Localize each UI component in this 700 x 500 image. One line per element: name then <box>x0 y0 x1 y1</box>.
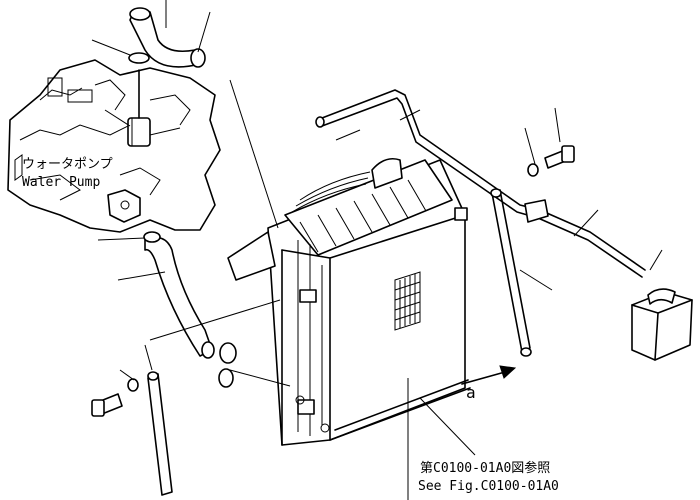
stay-rod-right <box>490 188 532 357</box>
reserve-tank <box>631 288 693 361</box>
lower-hose-clamps <box>218 342 237 388</box>
upper-hose-clamp <box>190 48 206 68</box>
view-label-a: a <box>466 383 476 402</box>
reference-label-jp: 第C0100-01A0図参照 <box>420 460 550 476</box>
thermostat-housing <box>127 52 151 147</box>
leader-lines <box>91 0 663 500</box>
mounting-bolt-left <box>91 378 139 417</box>
reference-label-en: See Fig.C0100-01A0 <box>418 479 559 494</box>
water-pump-label-jp: ウォータポンプ <box>22 157 113 172</box>
view-arrow-a <box>461 365 517 385</box>
water-pump-label-en: Waler Pump <box>22 175 100 190</box>
stay-rod-left <box>147 371 173 496</box>
mounting-bolt-right <box>527 145 575 177</box>
radiator-assembly <box>227 157 471 446</box>
engine-block <box>7 59 221 233</box>
water-pump-flange <box>107 189 141 223</box>
upper-hose <box>129 7 201 68</box>
